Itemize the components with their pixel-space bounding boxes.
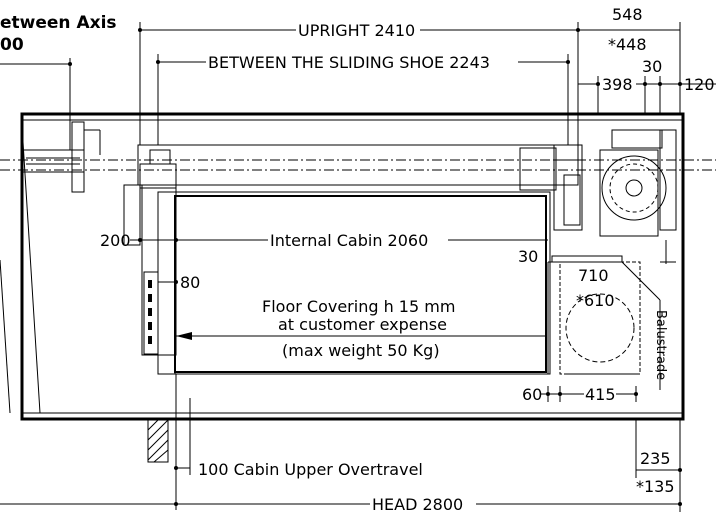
floor-covering-line2: at customer expense bbox=[278, 315, 447, 334]
dim-610: *610 bbox=[576, 291, 615, 310]
upper-overtravel-label: 100 Cabin Upper Overtravel bbox=[198, 460, 423, 479]
between-axis-label: etween Axis bbox=[0, 13, 117, 33]
dim-398: 398 bbox=[602, 75, 633, 94]
upright-label: UPRIGHT 2410 bbox=[298, 21, 415, 40]
dim-135: *135 bbox=[636, 477, 675, 496]
cabin-top-frame bbox=[137, 144, 579, 186]
head-label: HEAD 2800 bbox=[372, 495, 463, 514]
dim-30-top: 30 bbox=[642, 57, 662, 76]
dim-415: 415 bbox=[585, 385, 616, 404]
floor-covering-line3: (max weight 50 Kg) bbox=[282, 341, 440, 360]
internal-cabin-label: Internal Cabin 2060 bbox=[270, 231, 428, 250]
between-axis-value: 00 bbox=[0, 35, 24, 55]
shaft-outline bbox=[20, 112, 685, 421]
dim-448: *448 bbox=[608, 35, 647, 54]
balustrade-label: Balustrade bbox=[653, 310, 668, 380]
dim-235: 235 bbox=[640, 449, 671, 468]
dim-548: 548 bbox=[612, 5, 643, 24]
wall-slant bbox=[21, 125, 41, 414]
dim-200: 200 bbox=[100, 231, 131, 250]
dim-60: 60 bbox=[522, 385, 542, 404]
sliding-shoe-label: BETWEEN THE SLIDING SHOE 2243 bbox=[208, 53, 490, 72]
floor-covering-line1: Floor Covering h 15 mm bbox=[262, 297, 455, 316]
dim-80: 80 bbox=[180, 273, 200, 292]
dim-30-mid: 30 bbox=[518, 247, 538, 266]
dim-710: 710 bbox=[578, 266, 609, 285]
dim-120: 120 bbox=[684, 75, 715, 94]
